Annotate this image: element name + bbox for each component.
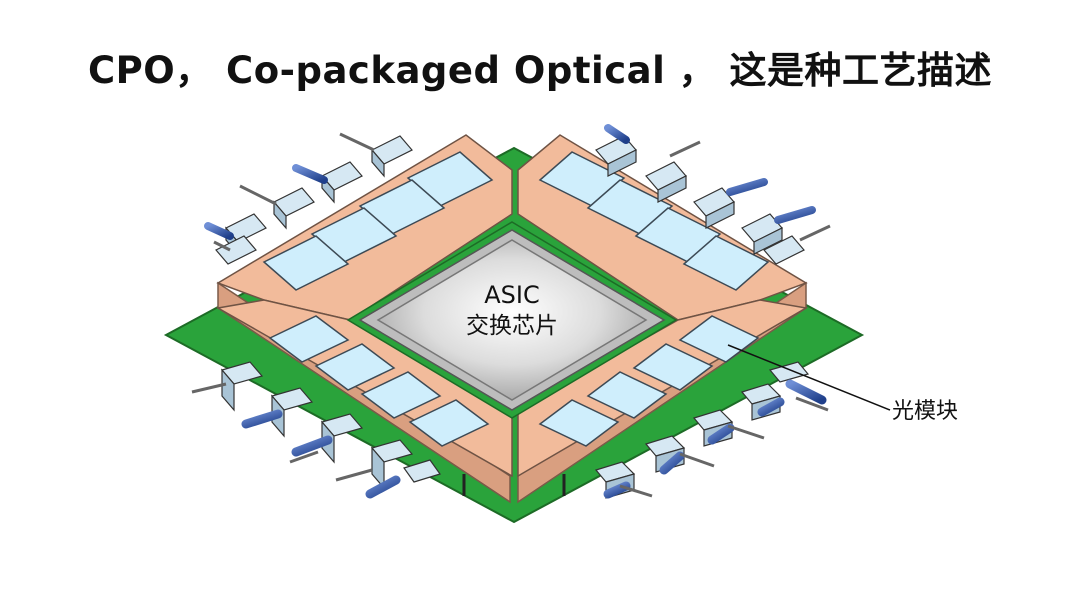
connector-module [763,224,831,265]
optical-module-label: 光模块 [892,399,958,424]
optical-window [632,343,714,391]
connector-module [595,124,637,177]
connector-module [768,361,829,412]
page-title: CPO， Co-packaged Optical ， 这是种工艺描述 [87,49,993,92]
connector-module [740,383,785,421]
connector-module [241,387,314,438]
connector-module [292,161,363,204]
connector-module [335,459,441,483]
optical-window [538,399,620,447]
asic-chip: ASIC 交换芯片 [346,221,678,419]
optical-module-connectors [191,124,831,499]
connector-module [692,409,765,447]
optical-window [360,371,442,419]
connector-module [289,413,364,464]
connector-module [191,361,264,412]
connector-module [693,178,768,229]
optical-window [262,235,350,291]
optical-window [538,151,626,207]
optical-module-callout: 光模块 [727,344,958,424]
connector-module [339,132,413,178]
switch-chip-label: 交换芯片 [466,313,558,339]
optical-window [408,399,490,447]
connector-module [239,184,315,230]
optical-windows [262,151,770,447]
connector-module [644,435,715,475]
asic-label: ASIC [484,281,540,309]
optical-window [586,371,668,419]
optical-window [268,315,350,363]
connector-module [645,140,701,203]
optical-window [678,315,760,363]
optical-window [682,235,770,291]
connector-module [365,439,414,499]
optical-window [314,343,396,391]
connector-module [594,461,653,499]
connector-module [741,206,816,255]
connector-module [213,235,257,265]
optical-window [634,207,722,263]
optical-window [586,179,674,235]
